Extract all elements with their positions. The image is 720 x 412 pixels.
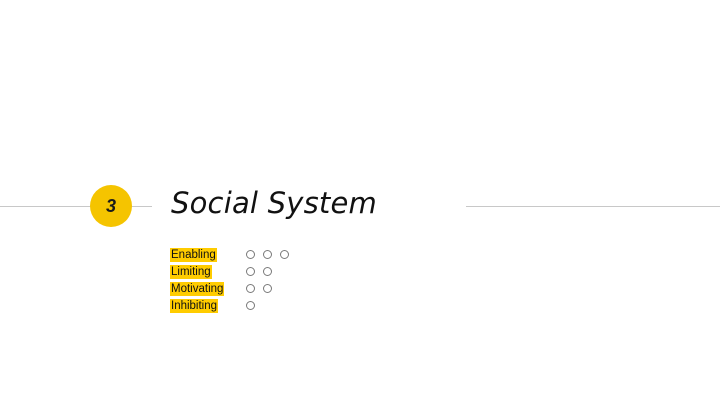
divider-right	[466, 206, 720, 207]
factor-label-limiting: Limiting	[170, 265, 212, 279]
rating-dots	[246, 301, 255, 310]
rating-dot-icon	[246, 284, 255, 293]
rating-dot-icon	[263, 284, 272, 293]
factor-label-enabling: Enabling	[170, 248, 217, 262]
rating-dots	[246, 250, 289, 259]
rating-dot-icon	[263, 250, 272, 259]
section-title: Social System	[171, 186, 377, 220]
section-number: 3	[105, 195, 116, 216]
rating-dot-icon	[246, 250, 255, 259]
factor-label-motivating: Motivating	[170, 282, 225, 296]
rating-dot-icon	[246, 301, 255, 310]
divider-middle	[130, 206, 152, 207]
section-number-badge: 3	[90, 185, 132, 227]
divider-left	[0, 206, 92, 207]
rating-dot-icon	[280, 250, 289, 259]
rating-dots	[246, 284, 272, 293]
rating-dot-icon	[246, 267, 255, 276]
rating-dot-icon	[263, 267, 272, 276]
factor-label-inhibiting: Inhibiting	[170, 299, 219, 313]
rating-dots	[246, 267, 272, 276]
